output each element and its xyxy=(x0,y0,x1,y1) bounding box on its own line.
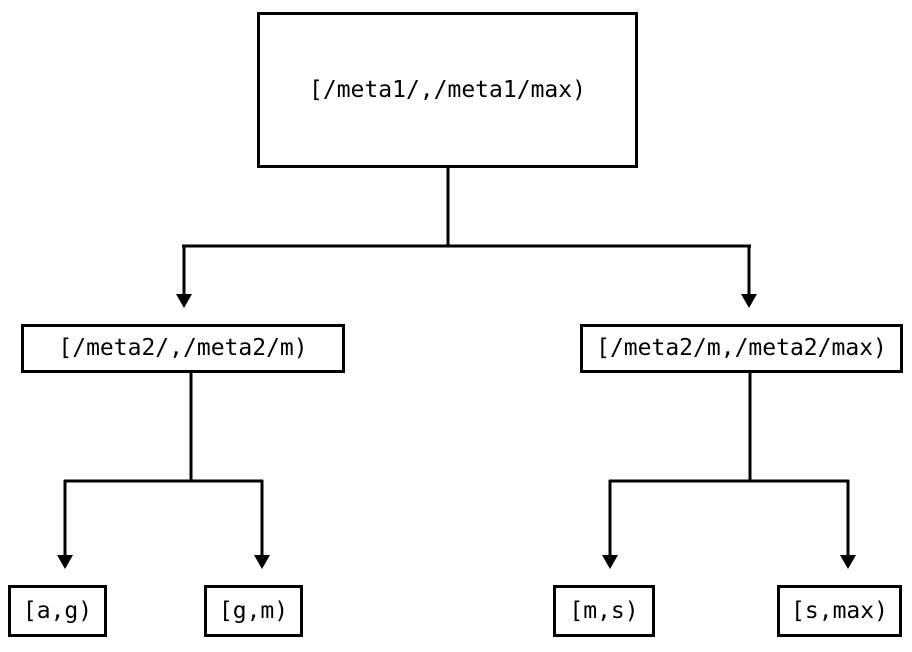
tree-node-leaf-smax[interactable]: [s,max) xyxy=(777,585,902,637)
tree-node-leaf-ms-label: [m,s) xyxy=(569,597,639,624)
arrowhead-root-to-mid-right xyxy=(741,294,757,308)
tree-node-leaf-smax-label: [s,max) xyxy=(791,597,888,624)
tree-node-mid-right-label: [/meta2/m,/meta2/max) xyxy=(596,335,887,361)
tree-node-root[interactable]: [/meta1/,/meta1/max) xyxy=(257,12,638,168)
tree-node-leaf-ag-label: [a,g) xyxy=(22,597,93,624)
tree-node-mid-left-label: [/meta2/,/meta2/m) xyxy=(58,335,308,361)
tree-node-leaf-ag[interactable]: [a,g) xyxy=(8,585,107,637)
tree-node-leaf-gm[interactable]: [g,m) xyxy=(204,585,303,637)
arrowhead-root-to-mid-left xyxy=(176,294,192,308)
tree-node-leaf-gm-label: [g,m) xyxy=(218,597,289,624)
arrowhead-mid-right-to-leaf-smax xyxy=(840,555,856,569)
tree-node-mid-right[interactable]: [/meta2/m,/meta2/max) xyxy=(580,324,903,373)
arrowhead-mid-left-to-leaf-ag xyxy=(57,555,73,569)
tree-node-root-label: [/meta1/,/meta1/max) xyxy=(309,76,586,103)
arrowhead-mid-right-to-leaf-ms xyxy=(602,555,618,569)
tree-node-mid-left[interactable]: [/meta2/,/meta2/m) xyxy=(21,324,345,373)
arrowhead-mid-left-to-leaf-gm xyxy=(254,555,270,569)
tree-node-leaf-ms[interactable]: [m,s) xyxy=(553,585,655,637)
